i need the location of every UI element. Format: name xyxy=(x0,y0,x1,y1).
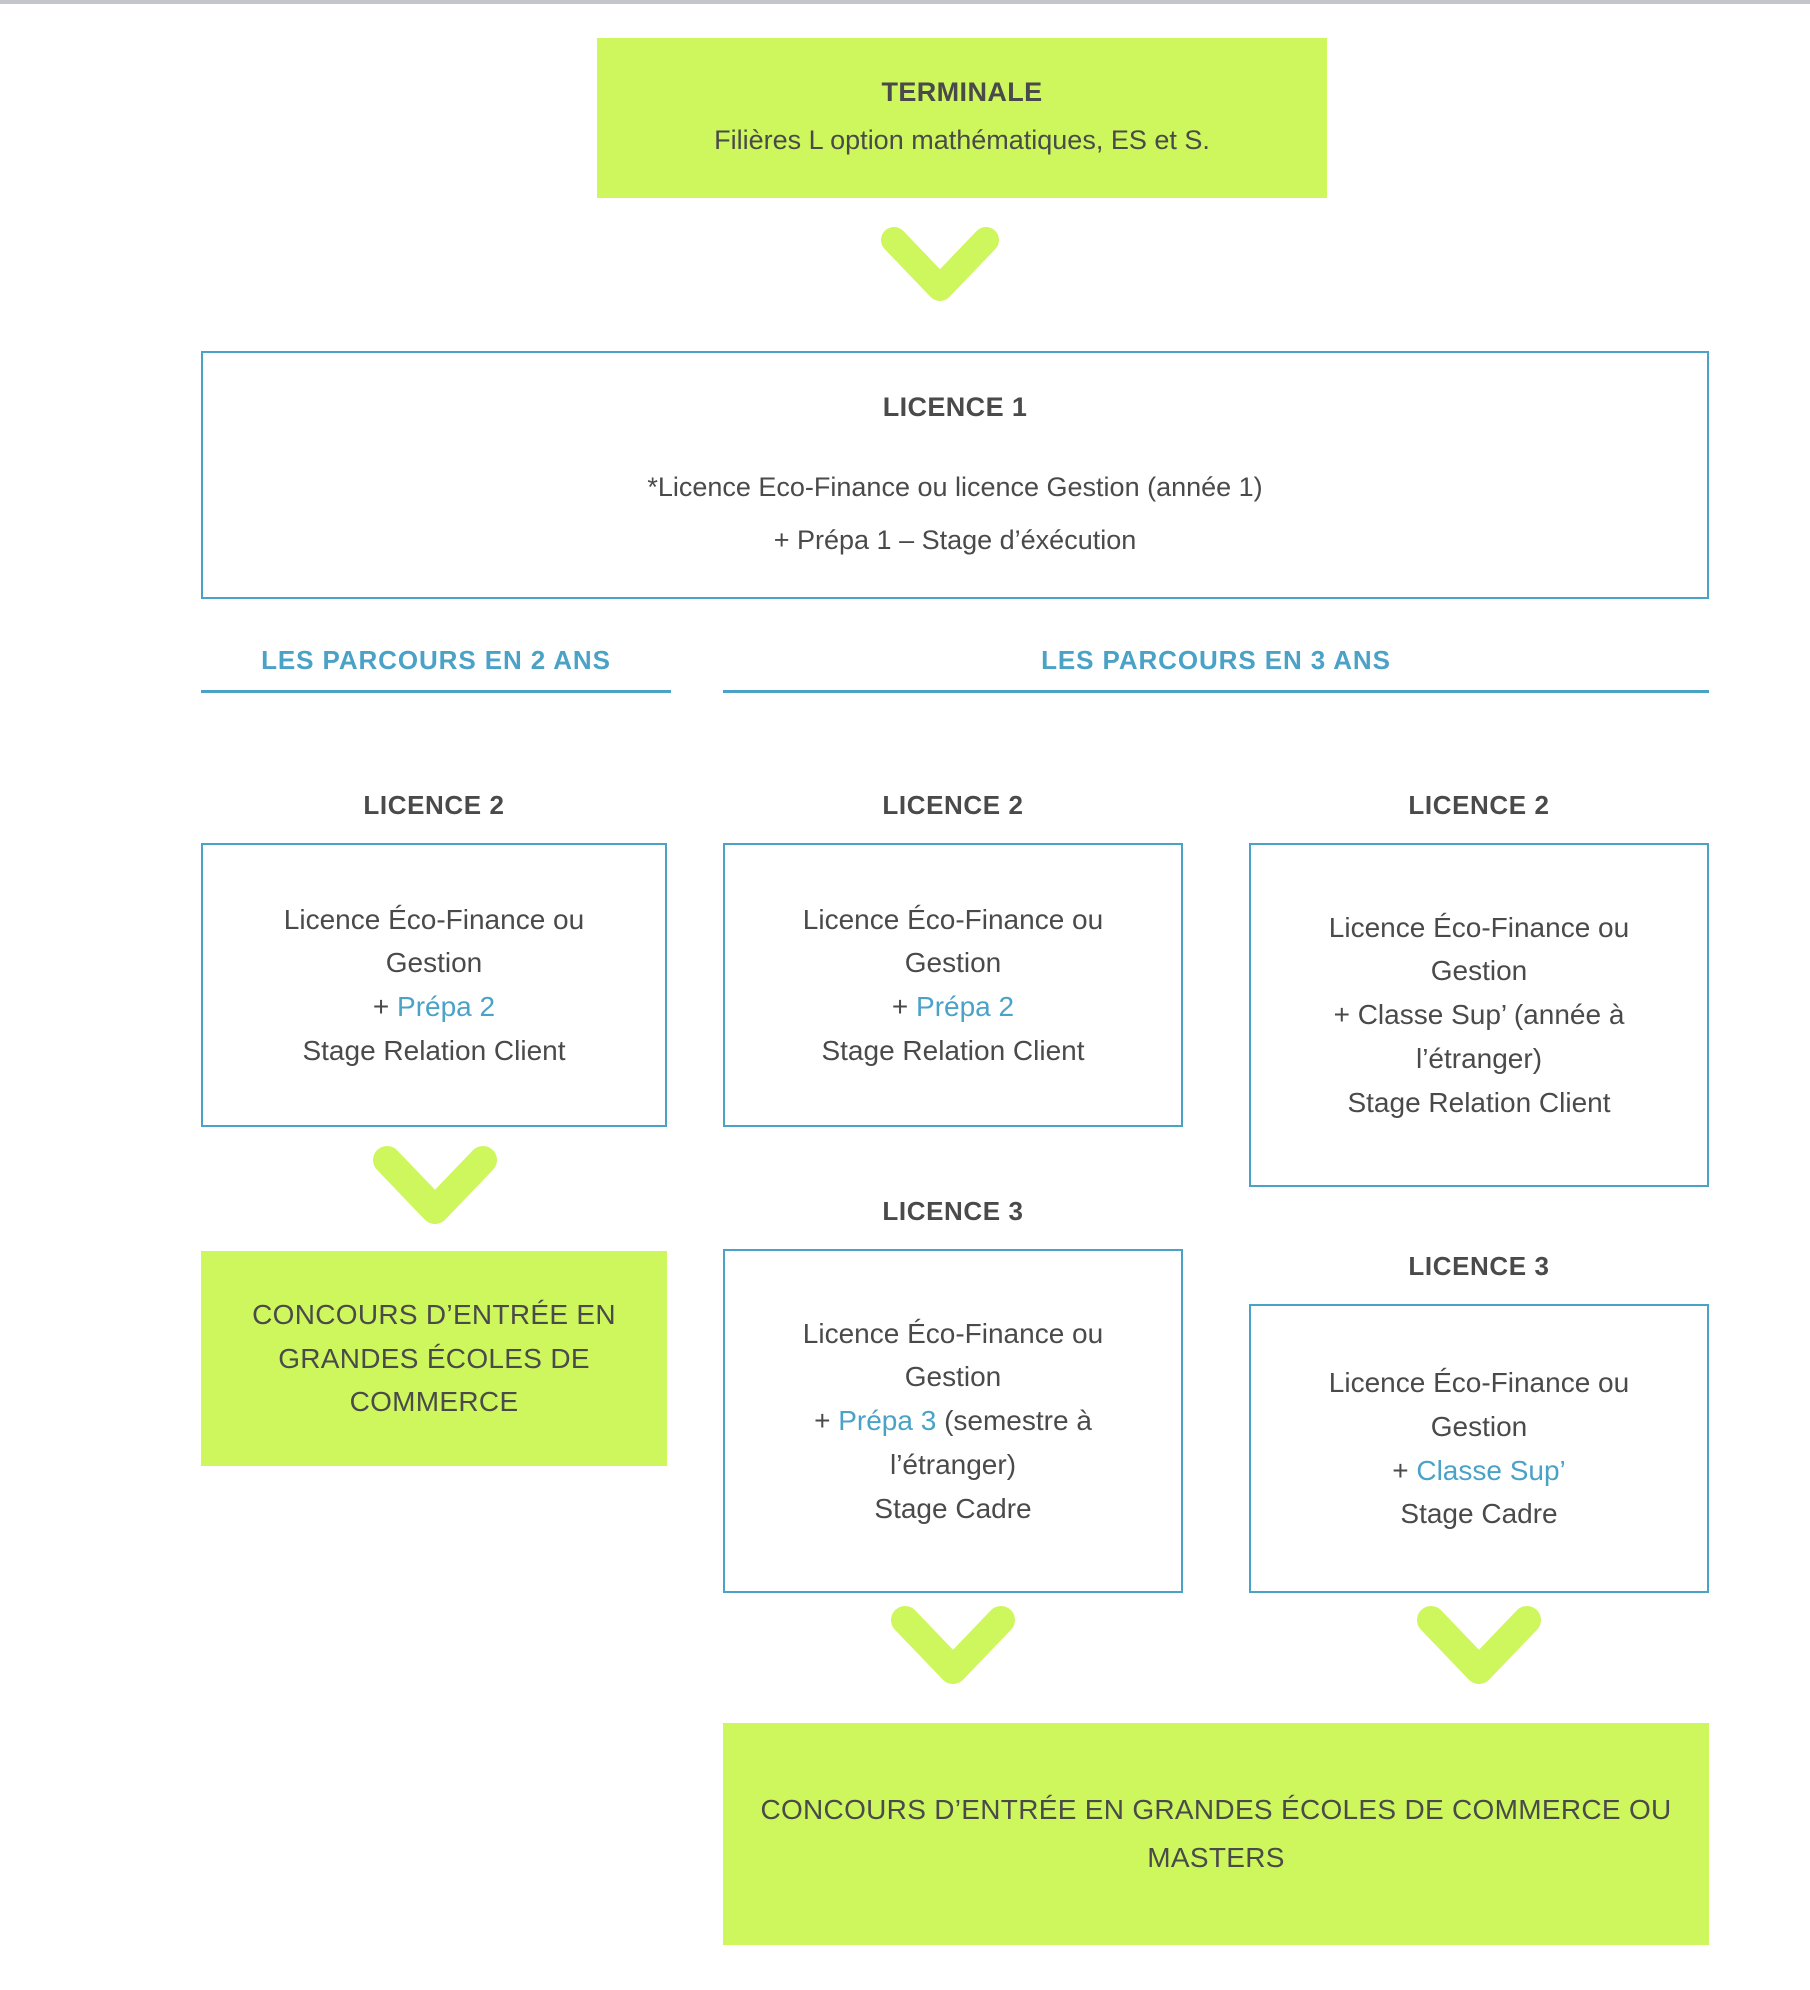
section-label-2ans: LES PARCOURS EN 2 ANS xyxy=(261,645,611,675)
middle-licence2-node: Licence Éco-Finance ou Gestion + Prépa 2… xyxy=(723,843,1183,1127)
licence1-heading: LICENCE 1 xyxy=(882,392,1028,423)
section-rule-3ans xyxy=(723,690,1709,693)
top-divider xyxy=(0,0,1810,4)
right-l3-accent: Classe Sup’ xyxy=(1416,1454,1566,1486)
right-l2-line-5: Stage Relation Client xyxy=(1347,1086,1611,1118)
left-l2-accent: Prépa 2 xyxy=(397,991,496,1022)
right-l2-line-1: Licence Éco-Finance ou xyxy=(1328,911,1630,943)
terminale-subtitle: Filières L option mathématiques, ES et S… xyxy=(714,125,1210,156)
right-l3-line-3: + Classe Sup’ xyxy=(1392,1449,1566,1493)
mid-l2-line-1: Licence Éco-Finance ou xyxy=(802,903,1104,935)
licence1-node: LICENCE 1 *Licence Eco-Finance ou licenc… xyxy=(201,351,1709,599)
right-l3-plus: + xyxy=(1392,1454,1417,1486)
final-concours-line-2: MASTERS xyxy=(1147,1842,1285,1873)
mid-l3-line-1: Licence Éco-Finance ou xyxy=(802,1317,1104,1349)
left-concours-line-2: GRANDES ÉCOLES DE xyxy=(278,1342,590,1374)
chevron-down-icon-right-l3-to-final xyxy=(1416,1600,1542,1701)
middle-licence3-node: Licence Éco-Finance ou Gestion + Prépa 3… xyxy=(723,1249,1183,1593)
chevron-down-icon-left-l2-to-concours xyxy=(372,1140,498,1241)
section-label-3ans: LES PARCOURS EN 3 ANS xyxy=(1041,645,1391,675)
mid-l2-line-2: Gestion xyxy=(904,947,1002,979)
right-licence2-label: LICENCE 2 xyxy=(1408,790,1550,820)
mid-l3-plus: + xyxy=(814,1405,839,1437)
mid-l3-tail: (semestre à xyxy=(936,1405,1092,1437)
middle-licence3-label: LICENCE 3 xyxy=(882,1196,1024,1226)
left-concours-node: CONCOURS D’ENTRÉE EN GRANDES ÉCOLES DE C… xyxy=(201,1251,667,1466)
right-l2-line-2: Gestion xyxy=(1430,955,1528,987)
right-l2-line-4: l’étranger) xyxy=(1415,1042,1543,1074)
left-licence2-label: LICENCE 2 xyxy=(363,790,505,820)
licence1-line2: + Prépa 1 – Stage d’éxécution xyxy=(773,524,1137,555)
right-l2-line-3: + Classe Sup’ (année à xyxy=(1333,999,1625,1031)
section-header-3ans: LES PARCOURS EN 3 ANS xyxy=(723,645,1709,693)
left-l2-line-1: Licence Éco-Finance ou xyxy=(283,903,585,935)
mid-l3-line-2: Gestion xyxy=(904,1361,1002,1393)
terminale-heading: TERMINALE xyxy=(881,77,1043,108)
mid-l3-line-4: l’étranger) xyxy=(889,1448,1017,1480)
mid-l2-accent: Prépa 2 xyxy=(916,991,1015,1022)
left-licence2-node: Licence Éco-Finance ou Gestion + Prépa 2… xyxy=(201,843,667,1127)
right-licence3-node: Licence Éco-Finance ou Gestion + Classe … xyxy=(1249,1304,1709,1593)
licence1-line1: *Licence Eco-Finance ou licence Gestion … xyxy=(647,472,1263,503)
left-concours-line-1: CONCOURS D’ENTRÉE EN xyxy=(252,1299,616,1331)
left-l2-line-4: Stage Relation Client xyxy=(302,1034,566,1066)
chevron-down-icon-middle-l3-to-final xyxy=(890,1600,1016,1701)
final-concours-line-1: CONCOURS D’ENTRÉE EN GRANDES ÉCOLES DE C… xyxy=(760,1794,1672,1826)
mid-l2-line-3: + Prépa 2 xyxy=(892,985,1014,1029)
mid-l3-line-3: + Prépa 3 (semestre à xyxy=(814,1399,1092,1443)
mid-l2-plus: + xyxy=(891,991,917,1022)
section-rule-2ans xyxy=(201,690,671,693)
left-l2-plus: + xyxy=(372,991,398,1022)
mid-l2-line-4: Stage Relation Client xyxy=(821,1034,1085,1066)
terminale-node: TERMINALE Filières L option mathématique… xyxy=(597,38,1327,198)
right-licence3-label: LICENCE 3 xyxy=(1408,1251,1550,1281)
middle-licence2-label: LICENCE 2 xyxy=(882,790,1024,820)
section-header-2ans: LES PARCOURS EN 2 ANS xyxy=(201,645,671,693)
left-l2-line-3: + Prépa 2 xyxy=(373,985,495,1029)
left-l2-line-2: Gestion xyxy=(385,947,483,979)
right-l3-line-2: Gestion xyxy=(1430,1410,1528,1442)
chevron-down-icon-terminale-to-licence1 xyxy=(880,222,1000,317)
mid-l3-accent: Prépa 3 xyxy=(838,1405,937,1437)
right-l3-line-4: Stage Cadre xyxy=(1400,1498,1558,1530)
final-concours-node: CONCOURS D’ENTRÉE EN GRANDES ÉCOLES DE C… xyxy=(723,1723,1709,1945)
right-l3-line-1: Licence Éco-Finance ou xyxy=(1328,1367,1630,1399)
right-licence2-node: Licence Éco-Finance ou Gestion + Classe … xyxy=(1249,843,1709,1187)
mid-l3-line-5: Stage Cadre xyxy=(874,1492,1032,1524)
left-concours-line-3: COMMERCE xyxy=(349,1386,519,1418)
